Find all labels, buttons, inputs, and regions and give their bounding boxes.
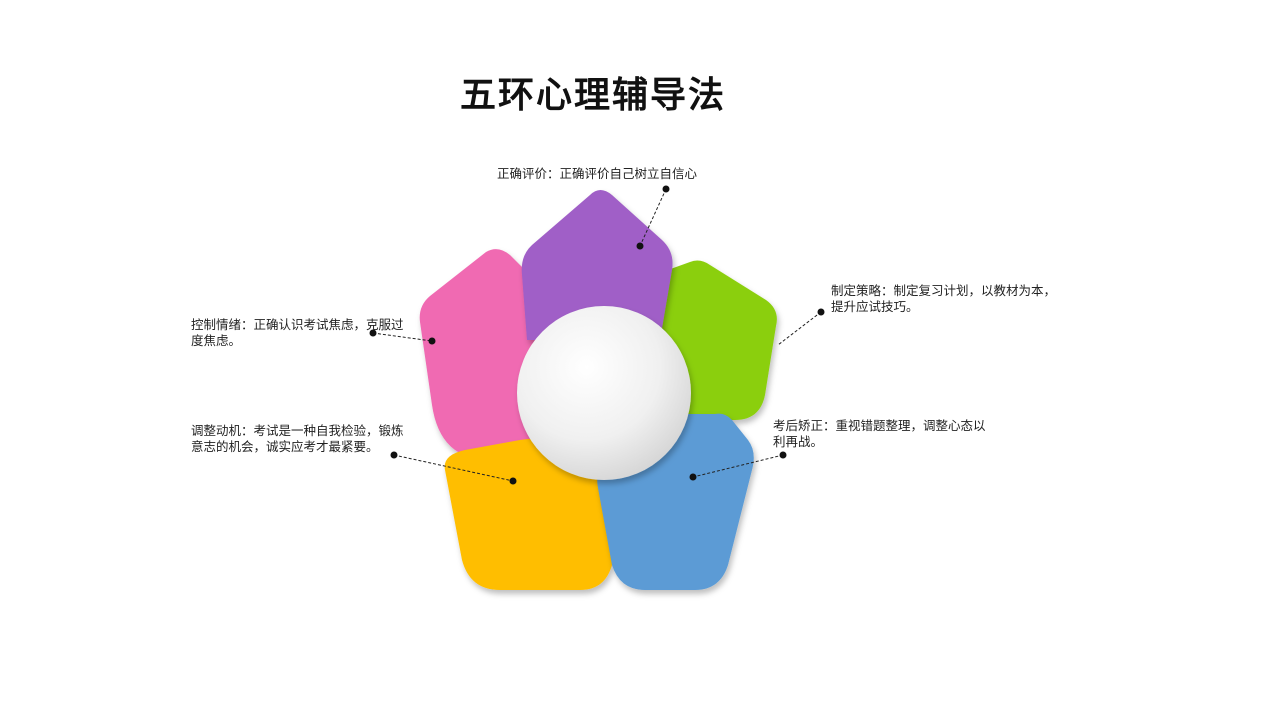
callout-yellow-line-2: 意志的机会，诚实应考才最紧要。 bbox=[191, 439, 379, 454]
dot-purple-start bbox=[636, 242, 644, 250]
callout-purple-text: 正确评价：正确评价自己树立自信心 bbox=[497, 166, 698, 181]
dot-yellow-start bbox=[509, 477, 517, 485]
leader-purple bbox=[639, 188, 667, 247]
callout-purple: 正确评价：正确评价自己树立自信心 bbox=[497, 166, 697, 182]
petal-purple bbox=[521, 190, 673, 340]
callout-green: 制定策略：制定复习计划，以教材为本， 提升应试技巧。 bbox=[831, 283, 1056, 315]
petal-yellow bbox=[444, 438, 623, 590]
dot-pink-end bbox=[369, 329, 377, 337]
callout-pink-line-1: 控制情绪：正确认识考试焦虑，克服过 bbox=[191, 317, 404, 332]
callout-pink-line-2: 度焦虑。 bbox=[191, 333, 242, 348]
dot-yellow-end bbox=[390, 451, 398, 459]
leader-yellow bbox=[393, 454, 514, 482]
callout-blue-line-1: 考后矫正：重视错题整理，调整心态以 bbox=[773, 418, 986, 433]
leader-blue bbox=[692, 454, 784, 478]
dot-purple-end bbox=[662, 185, 670, 193]
callout-yellow-line-1: 调整动机：考试是一种自我检验，锻炼 bbox=[191, 423, 404, 438]
callout-green-line-2: 提升应试技巧。 bbox=[831, 299, 919, 314]
callout-yellow: 调整动机：考试是一种自我检验，锻炼 意志的机会，诚实应考才最紧要。 bbox=[191, 423, 404, 455]
dot-blue-start bbox=[689, 473, 697, 481]
dot-green-end bbox=[817, 308, 825, 316]
callout-blue: 考后矫正：重视错题整理，调整心态以 利再战。 bbox=[773, 418, 986, 450]
center-circle bbox=[517, 306, 691, 480]
callout-blue-line-2: 利再战。 bbox=[773, 434, 824, 449]
dot-pink-start bbox=[428, 337, 436, 345]
callout-green-line-1: 制定策略：制定复习计划，以教材为本， bbox=[831, 283, 1057, 298]
dot-blue-end bbox=[779, 451, 787, 459]
page-title: 五环心理辅导法 bbox=[460, 75, 727, 116]
callout-pink: 控制情绪：正确认识考试焦虑，克服过 度焦虑。 bbox=[191, 317, 404, 349]
leader-green bbox=[777, 311, 822, 346]
